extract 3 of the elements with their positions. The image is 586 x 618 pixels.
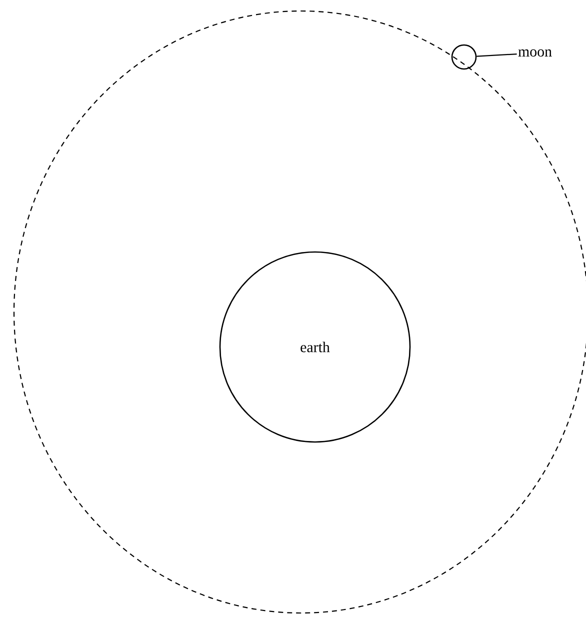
leader-line <box>476 53 517 57</box>
moon-label: moon <box>518 49 552 57</box>
moon-circle <box>451 44 477 70</box>
